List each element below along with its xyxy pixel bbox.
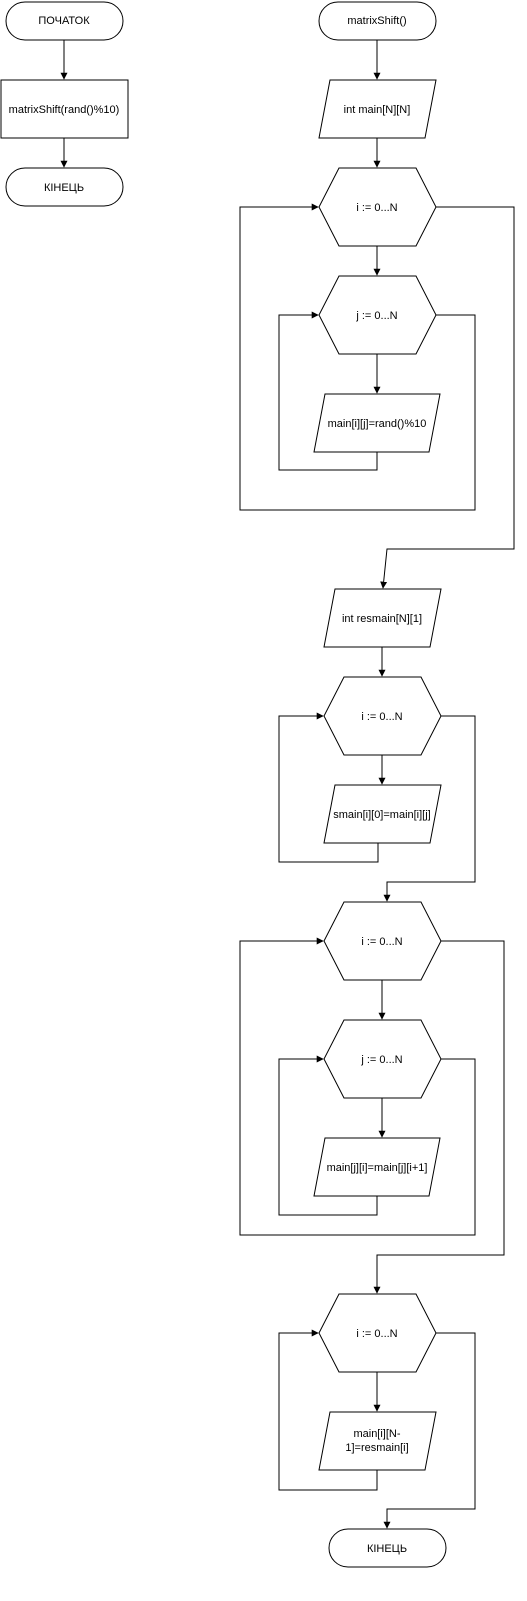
assign-last-parallelogram [318, 1411, 437, 1471]
loop4-i-hexagon [318, 1293, 437, 1373]
assign-shift-label: main[j][i]=main[j][i+1] [327, 1162, 428, 1174]
loop2-i-hexagon [323, 676, 442, 756]
func-end-terminator [328, 1528, 447, 1568]
function-flow: matrixShift() int main[N][N] i := 0...N … [239, 1, 515, 1568]
loop3-i-exit-edge [373, 940, 505, 1294]
loop1-j-exit-edge [239, 203, 476, 511]
call-label: matrixShift(rand()%10) [9, 104, 120, 116]
loop3-j-label: j := 0...N [360, 1054, 402, 1066]
loop4-back-edge [278, 1329, 378, 1491]
main-end-terminator [5, 167, 124, 207]
decl-main-parallelogram [318, 79, 437, 139]
assign-res-parallelogram [323, 784, 442, 844]
assign-res-label: smain[i][0]=main[i][j] [333, 809, 431, 821]
loop1-j-hexagon [318, 275, 437, 355]
decl-main-label: int main[N][N] [344, 104, 411, 116]
loop2-i-label: i := 0...N [361, 711, 402, 723]
loop1-j-label: j := 0...N [355, 310, 397, 322]
assign-shift-parallelogram [313, 1137, 441, 1197]
assign-last-label-line1: main[i][N- [353, 1428, 400, 1440]
loop3-j-back-edge [278, 1055, 378, 1216]
call-process [0, 79, 129, 139]
loop1-i-label: i := 0...N [356, 202, 397, 214]
loop3-j-exit-edge [239, 937, 476, 1236]
loop3-j-hexagon [323, 1019, 442, 1099]
func-end-label: КІНЕЦЬ [367, 1543, 407, 1555]
main-flow: ПОЧАТОК matrixShift(rand()%10) КІНЕЦЬ [0, 1, 129, 207]
assign-last-label-line2: 1]=resmain[i] [345, 1442, 408, 1454]
loop1-j-back-edge [278, 311, 378, 471]
loop2-back-edge [278, 712, 379, 863]
loop1-i-hexagon [318, 167, 437, 247]
loop4-i-label: i := 0...N [356, 1328, 397, 1340]
assign-rand-label: main[i][j]=rand()%10 [328, 418, 427, 430]
main-end-label: КІНЕЦЬ [44, 182, 84, 194]
loop3-i-hexagon [323, 901, 442, 981]
decl-res-parallelogram [323, 588, 442, 648]
decl-res-label: int resmain[N][1] [342, 613, 422, 625]
start-label: ПОЧАТОК [38, 15, 90, 27]
loop3-i-label: i := 0...N [361, 936, 402, 948]
loop2-exit-edge [383, 715, 476, 902]
assign-rand-parallelogram [313, 393, 441, 453]
func-start-label: matrixShift() [347, 15, 406, 27]
loop4-exit-edge [383, 1332, 476, 1529]
loop1-i-exit-edge [380, 206, 515, 589]
